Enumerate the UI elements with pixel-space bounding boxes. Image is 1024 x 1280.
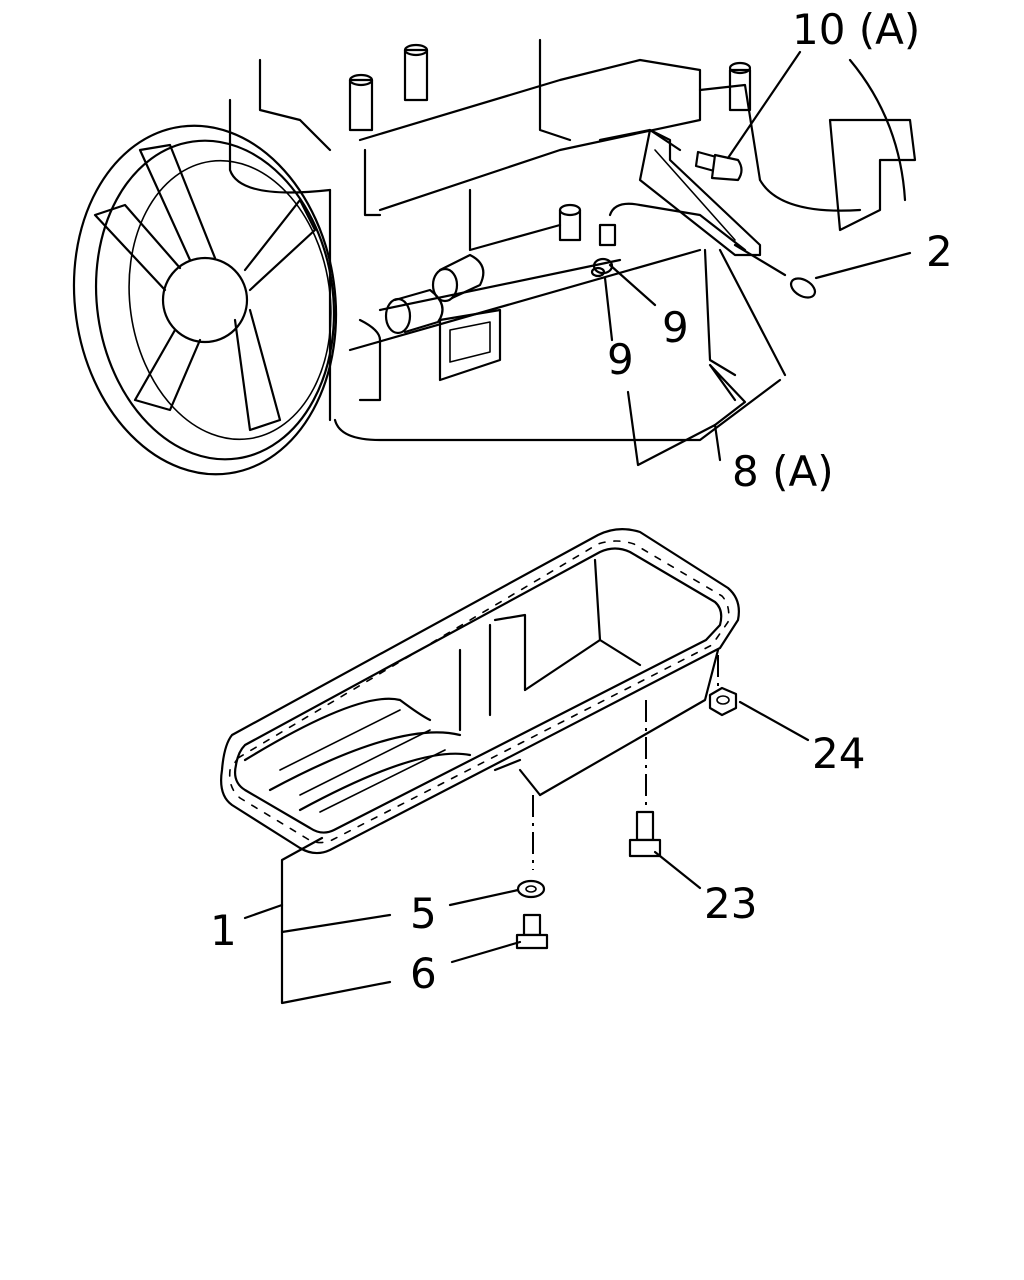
fan-blades xyxy=(93,143,317,432)
o-ring-parts-9 xyxy=(590,257,614,278)
washer-part-5 xyxy=(516,879,546,899)
engine-assembly xyxy=(72,38,917,476)
callout-5: 5 xyxy=(410,889,437,938)
engine-block xyxy=(228,38,917,442)
callout-9-upper: 9 xyxy=(662,303,689,352)
dipstick-part xyxy=(733,243,817,299)
callout-6: 6 xyxy=(410,949,437,998)
callout-23: 23 xyxy=(704,879,757,928)
bolt-part-10 xyxy=(694,150,743,182)
drain-plug-part-6 xyxy=(515,913,549,950)
callout-24: 24 xyxy=(812,729,865,778)
leader-lines xyxy=(243,50,912,1005)
callout-9-lower: 9 xyxy=(607,335,634,384)
assembly-guide-lines xyxy=(532,655,719,870)
oil-pan xyxy=(220,528,740,855)
bolt-part-23 xyxy=(628,810,662,858)
fan-shroud xyxy=(72,124,338,476)
callout-1: 1 xyxy=(210,906,237,955)
callout-10: 10 (A) xyxy=(792,5,920,54)
callout-2: 2 xyxy=(926,227,953,276)
callout-8: 8 (A) xyxy=(732,447,834,496)
dipstick-guide-tube xyxy=(598,128,787,377)
callout-labels: 10 (A) 2 9 9 8 (A) 24 1 5 23 6 xyxy=(210,5,953,998)
nut-part-24 xyxy=(708,686,738,717)
